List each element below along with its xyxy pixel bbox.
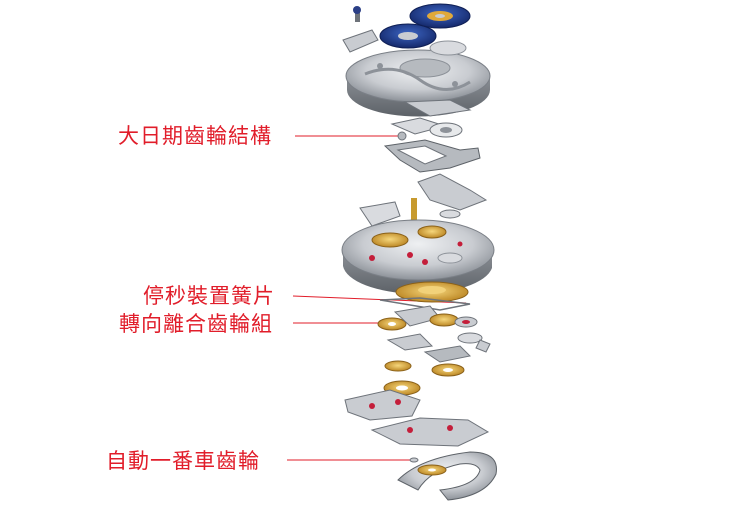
lever-frame [383,139,481,173]
callout-big-date-mechanism: 大日期齒輪結構 [118,124,272,148]
callout-stop-seconds-spring: 停秒裝置簧片 [143,284,275,308]
callout-automatic-first-reduction-wheel: 自動一番車齒輪 [106,449,260,473]
mid-bridge-parts [359,173,488,229]
automatic-rotor [397,451,497,501]
reversing-wheel-set [377,297,491,363]
callout-reversing-clutch-wheels: 轉向離合齒輪組 [119,312,273,336]
top-screw-part [342,6,379,53]
big-date-mechanism [390,99,472,141]
blue-date-disc [379,3,471,49]
barrel-wheel [395,281,469,303]
top-bridge-plate [345,40,491,117]
lower-bridges [344,389,490,447]
main-plate [341,219,495,294]
loose-gold-wheels [383,360,465,396]
